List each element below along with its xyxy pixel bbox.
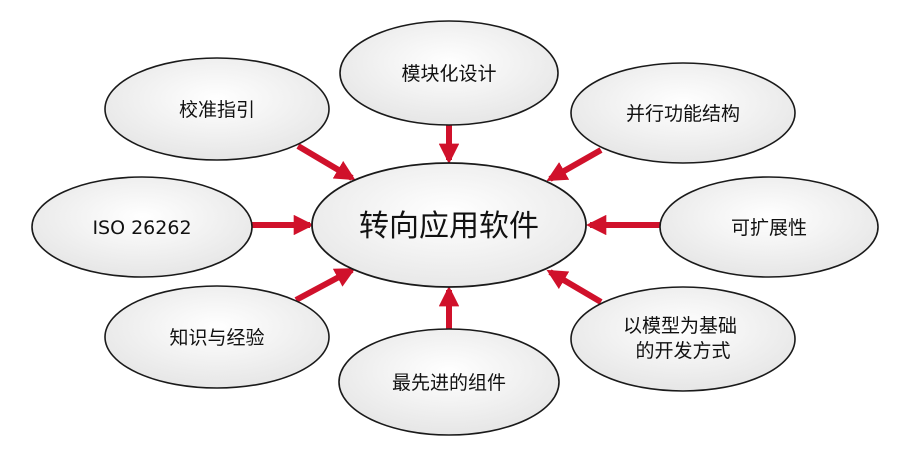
arrow-calibration-guide bbox=[296, 143, 356, 181]
node-knowledge-experience-label: 知识与经验 bbox=[169, 327, 264, 349]
node-extensibility-label: 可扩展性 bbox=[731, 217, 807, 239]
node-parallel-structure-label: 并行功能结构 bbox=[626, 103, 740, 125]
arrows bbox=[252, 124, 660, 332]
node-calibration-guide-label: 校准指引 bbox=[179, 99, 255, 121]
node-extensibility[interactable]: 可扩展性 bbox=[659, 176, 879, 278]
node-advanced-components-label: 最先进的组件 bbox=[392, 372, 506, 394]
arrow-knowledge-experience bbox=[294, 267, 356, 303]
node-iso-26262[interactable]: ISO 26262 bbox=[31, 176, 253, 278]
node-model-based-development[interactable]: 以模型为基础 的开发方式 bbox=[570, 286, 796, 392]
node-model-based-development-line-2: 的开发方式 bbox=[635, 340, 730, 362]
arrow-parallel-structure bbox=[546, 147, 603, 182]
center-node[interactable]: 转向应用软件 bbox=[311, 162, 587, 288]
node-model-based-development-label: 以模型为基础 的开发方式 bbox=[623, 315, 743, 362]
node-parallel-structure[interactable]: 并行功能结构 bbox=[570, 62, 796, 164]
node-advanced-components[interactable]: 最先进的组件 bbox=[338, 328, 560, 436]
node-modular-design-label: 模块化设计 bbox=[401, 63, 496, 85]
arrow-model-based-development bbox=[546, 269, 603, 305]
node-modular-design[interactable]: 模块化设计 bbox=[339, 20, 559, 126]
node-knowledge-experience[interactable]: 知识与经验 bbox=[104, 285, 330, 389]
node-model-based-development-line-1: 以模型为基础 bbox=[623, 315, 737, 337]
center-label: 转向应用软件 bbox=[359, 209, 539, 244]
node-calibration-guide[interactable]: 校准指引 bbox=[104, 57, 330, 161]
node-iso-26262-label: ISO 26262 bbox=[92, 217, 191, 239]
